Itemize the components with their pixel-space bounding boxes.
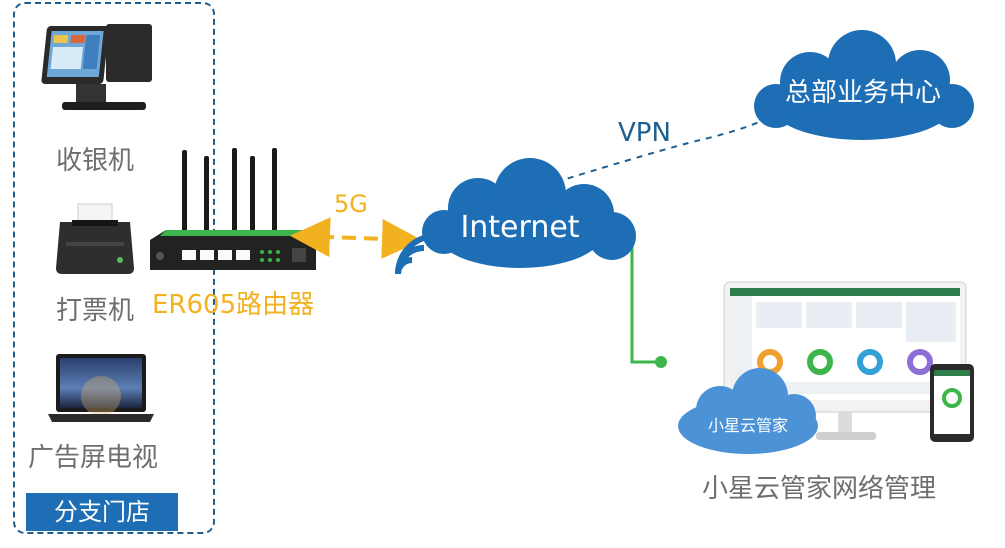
- link-dot-end: [655, 356, 667, 368]
- cloud-mgmt-badge: [678, 368, 818, 454]
- hq-label: 总部业务中心: [784, 78, 941, 108]
- device-label-pos: 收银机: [56, 146, 135, 176]
- branch-store-tag: 分支门店: [26, 493, 178, 531]
- hq-cloud: [754, 30, 974, 140]
- cloud-mgmt-label: 小星云管家网络管理: [702, 474, 937, 504]
- 5g-link-arrow: [290, 217, 422, 259]
- vpn-link: [555, 111, 781, 183]
- router-label: ER605路由器: [152, 290, 315, 320]
- 5g-label: 5G: [334, 190, 368, 218]
- cloud-mgmt-badge-label: 小星云管家: [707, 416, 788, 435]
- internet-label: Internet: [460, 210, 580, 245]
- pos-terminal-icon: [41, 24, 152, 110]
- device-label-tv: 广告屏电视: [28, 443, 159, 473]
- device-label-printer: 打票机: [56, 296, 135, 326]
- tablet-icon: [930, 364, 974, 442]
- mgmt-link: [604, 244, 660, 364]
- laptop-screen-icon: [48, 354, 154, 422]
- receipt-printer-icon: [56, 203, 134, 274]
- internet-cloud: [422, 158, 636, 268]
- vpn-label: VPN: [618, 118, 671, 148]
